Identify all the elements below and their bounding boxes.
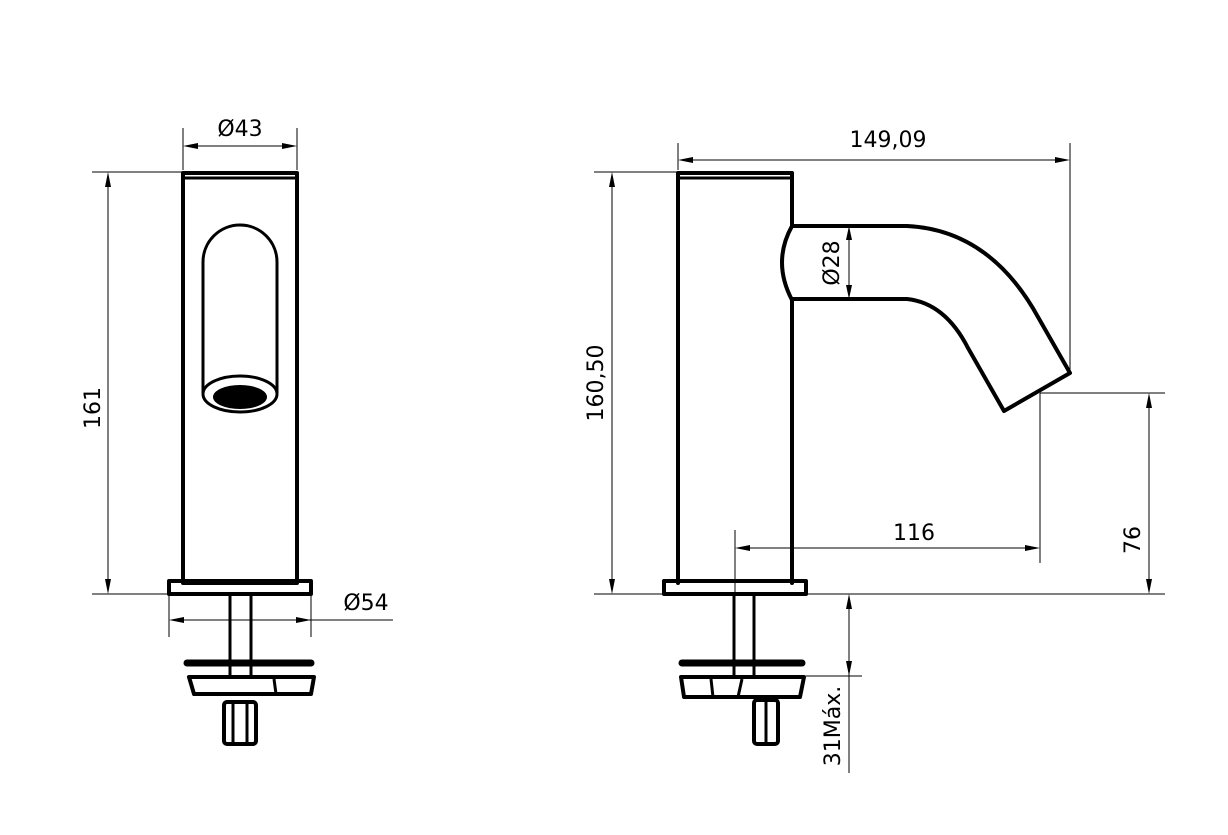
dim-overall-width: 149,09 [850,128,927,153]
outlet-slot [201,223,279,393]
spout-joint [780,224,794,302]
spout [790,224,1072,413]
dim-spout-diameter: Ø28 [820,240,845,285]
dim-reach: 116 [893,521,935,546]
faucet-body-front [181,171,299,585]
dim-top-diameter: Ø43 [217,117,262,142]
dim-max-deck-thickness: 31Máx. [821,686,846,766]
faucet-body-side [676,171,794,585]
dim-height-front: 161 [81,387,106,429]
base-plate-front [167,579,313,596]
nut-side [752,698,780,746]
nut-front [222,700,258,746]
dim-height-side: 160,50 [584,345,609,422]
nut-plate-side [679,675,806,699]
side-view: 149,09 160,50 Ø28 116 76 31Máx. [584,128,1165,773]
aerator [213,385,267,409]
dim-spout-height: 76 [1121,526,1146,554]
dim-base-diameter: Ø54 [343,591,388,616]
front-view: Ø43 161 Ø54 [81,117,393,746]
nut-plate-front [187,675,316,696]
